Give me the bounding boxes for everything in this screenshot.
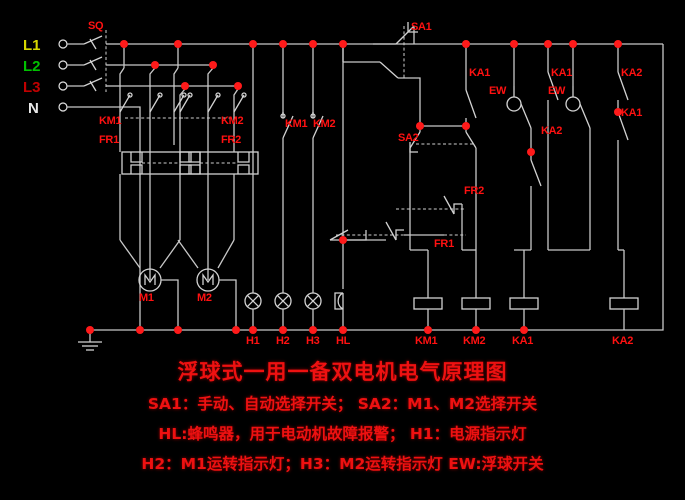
lamp-h2: [274, 292, 292, 330]
supply-terminals: [58, 39, 141, 330]
aux-contact-km1[interactable]: [280, 112, 294, 139]
label-km1-power: KM1: [99, 115, 122, 127]
bottom-label-km2: KM2: [463, 335, 486, 347]
label-sq: SQ: [88, 20, 104, 32]
label-ew-left: EW: [489, 85, 507, 97]
thermal-overload-fr2: [179, 145, 259, 280]
label-fr2-control: FR2: [464, 185, 484, 197]
junction-nodes: [86, 40, 622, 334]
float-switch-ew-right[interactable]: [548, 44, 591, 251]
caption-title: 浮球式一用一备双电机电气原理图: [177, 360, 508, 384]
coil-km2: [461, 297, 491, 330]
caption-line-1: SA1：手动、自动选择开关； SA2：M1、M2选择开关: [147, 395, 538, 413]
label-km2-power: KM2: [221, 115, 244, 127]
bottom-label-ka1: KA1: [512, 335, 533, 347]
label-ew-right: EW: [548, 85, 566, 97]
coil-ka1: [509, 297, 539, 330]
coil-ka2: [609, 297, 639, 330]
relay-contact-ka1-right[interactable]: [617, 111, 629, 251]
bottom-label-h2: H2: [276, 335, 290, 347]
lamp-h1: [244, 292, 262, 330]
coil-km1: [413, 297, 443, 330]
bottom-label-km1: KM1: [415, 335, 438, 347]
label-ka1-left: KA1: [469, 67, 490, 79]
bottom-label-ka2: KA2: [612, 335, 633, 347]
selector-switch-sa1[interactable]: [342, 22, 421, 126]
relay-contact-ka1-left[interactable]: [465, 44, 477, 126]
label-sa1: SA1: [411, 21, 432, 33]
indicator-branch-wires: [252, 44, 344, 293]
label-ka1-mid: KA1: [551, 67, 572, 79]
label-km2-aux: KM2: [313, 118, 336, 130]
motor-m2: [177, 239, 235, 292]
motor-earth-returns: [161, 279, 237, 330]
buzzer-hl: [334, 292, 344, 330]
coil-connection-wires: [410, 249, 625, 298]
disconnect-switch-sq[interactable]: [83, 30, 120, 92]
label-fr1-control: FR1: [434, 238, 454, 250]
selector-switch-sa2[interactable]: [409, 125, 477, 250]
thermal-overload-fr1: [119, 145, 201, 280]
bottom-label-h1: H1: [246, 335, 260, 347]
label-fr1-power: FR1: [99, 134, 119, 146]
label-n: N: [28, 100, 39, 117]
caption-line-2: HL:蜂鸣器，用于电动机故障报警； H1：电源指示灯: [158, 425, 527, 443]
label-l1: L1: [23, 37, 41, 54]
power-drops: [119, 44, 239, 112]
caption-line-3: H2：M1运转指示灯；H3：M2运转指示灯 EW:浮球开关: [141, 455, 544, 473]
bottom-label-h3: H3: [306, 335, 320, 347]
bottom-rail: [90, 44, 664, 331]
relay-contact-ka1-mid[interactable]: [547, 44, 559, 250]
label-km1-aux: KM1: [285, 118, 308, 130]
label-ka2-right: KA2: [621, 67, 642, 79]
bottom-label-hl: HL: [336, 335, 351, 347]
label-ka1-right: KA1: [621, 107, 642, 119]
float-switch-ew-left[interactable]: [506, 44, 532, 152]
phase-drops: [120, 64, 238, 87]
label-sa2: SA2: [398, 132, 419, 144]
label-l2: L2: [23, 58, 41, 75]
label-m1: M1: [139, 292, 154, 304]
label-ka2-mid: KA2: [541, 125, 562, 137]
lamp-h3: [304, 292, 322, 330]
relay-contact-ka2-mid[interactable]: [514, 152, 542, 251]
label-m2: M2: [197, 292, 212, 304]
label-l3: L3: [23, 79, 41, 96]
alarm-series-contacts[interactable]: [329, 195, 466, 250]
label-fr2-power: FR2: [221, 134, 241, 146]
contactor-km2-power-contacts[interactable]: [173, 92, 247, 145]
aux-contact-km2[interactable]: [310, 112, 324, 139]
